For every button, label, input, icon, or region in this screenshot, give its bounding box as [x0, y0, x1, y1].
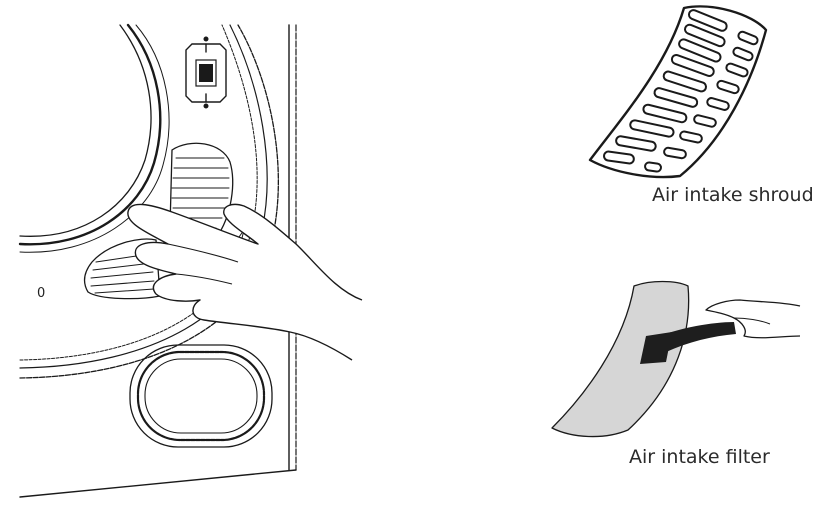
air-intake-filter-caption: Air intake filter: [629, 446, 770, 468]
lower-oval-vent: [129, 344, 273, 448]
air-intake-filter: [551, 280, 690, 438]
hand-holding-brush: [705, 299, 801, 339]
cleaning-brush: [640, 322, 736, 364]
hand-removing-shroud: [127, 203, 363, 361]
panel-marking: 0: [37, 286, 46, 301]
door-latch: [185, 36, 227, 109]
air-intake-shroud: [588, 5, 768, 179]
air-intake-shroud-caption: Air intake shroud: [652, 184, 814, 206]
intake-grille-lower: [83, 238, 161, 300]
